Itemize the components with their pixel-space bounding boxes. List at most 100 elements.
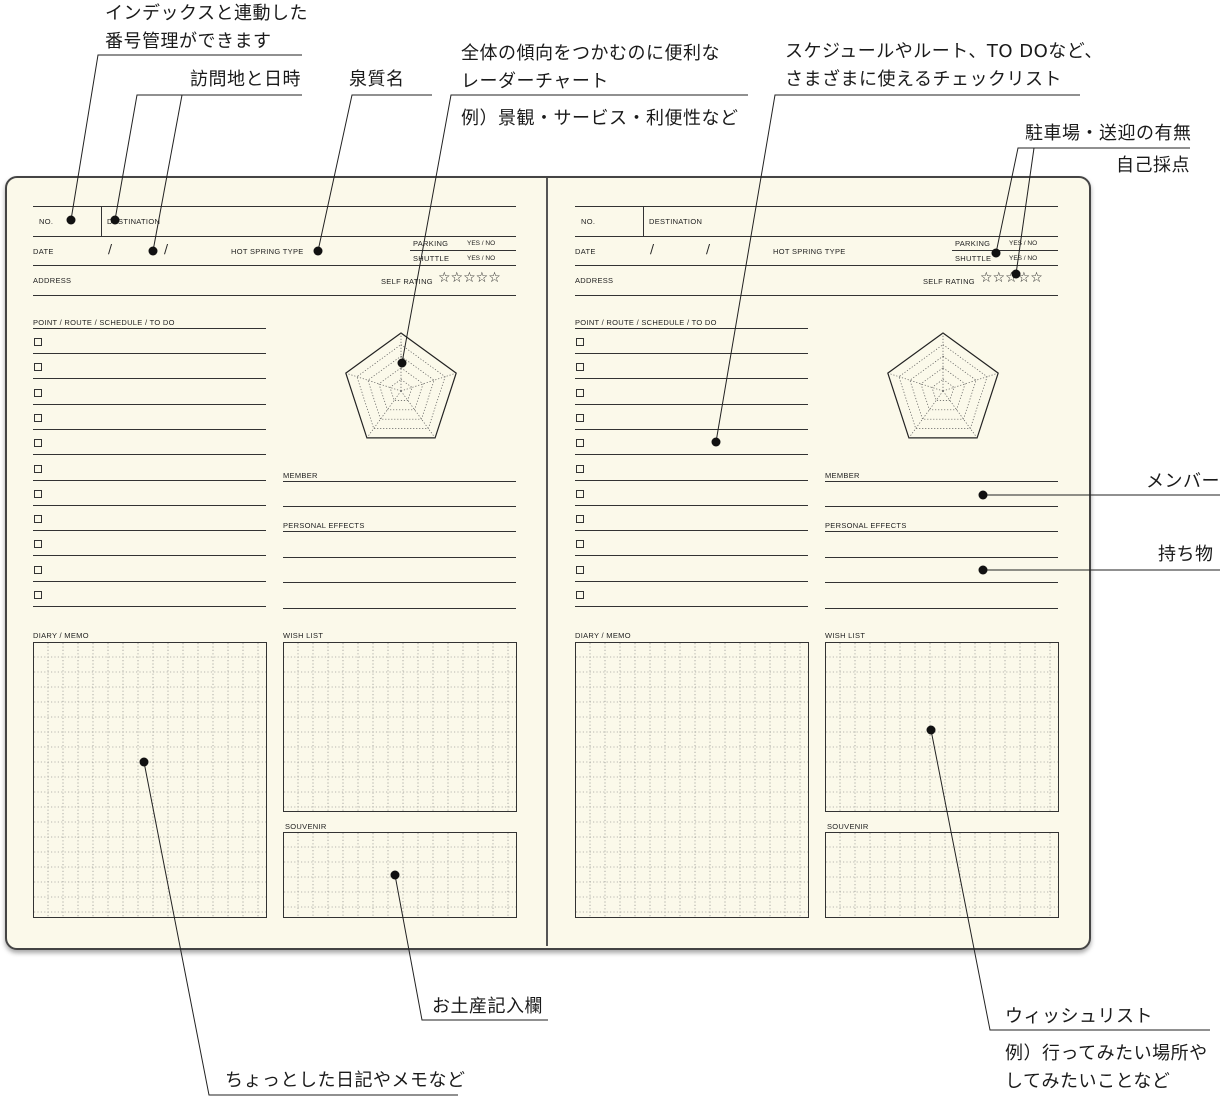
checkbox[interactable]: [34, 439, 42, 448]
diary-memo-grid[interactable]: [575, 642, 809, 918]
header-line: [575, 236, 1058, 237]
checkbox[interactable]: [34, 540, 42, 549]
wish-list-grid[interactable]: [283, 642, 517, 812]
parking-yes-no[interactable]: YES / NO: [467, 240, 496, 247]
checklist-line: [575, 606, 808, 607]
hot-spring-type-label: HOT SPRING TYPE: [773, 247, 846, 256]
checklist-line: [33, 479, 266, 481]
checkbox[interactable]: [34, 388, 42, 397]
callout-radar: 全体の傾向をつかむのに便利な レーダーチャート: [461, 43, 720, 92]
hot-spring-type-label: HOT SPRING TYPE: [231, 247, 304, 256]
checklist-line: [575, 403, 808, 405]
destination-label: DESTINATION: [649, 217, 703, 226]
member-line: [825, 506, 1058, 507]
header-line: [33, 206, 516, 207]
callout-member: メンバー: [1146, 471, 1220, 492]
souvenir-grid[interactable]: [825, 832, 1059, 918]
checkbox[interactable]: [576, 388, 584, 397]
effects-line: [825, 608, 1058, 609]
checklist-line: [33, 580, 266, 582]
checkbox[interactable]: [34, 363, 42, 372]
callout-index-link: インデックスと連動した 番号管理ができます: [105, 3, 308, 52]
no-label: NO.: [581, 217, 596, 226]
shuttle-yes-no[interactable]: YES / NO: [467, 255, 496, 262]
date-label: DATE: [33, 247, 54, 256]
checkbox[interactable]: [576, 464, 584, 473]
checkbox[interactable]: [576, 489, 584, 498]
date-label: DATE: [575, 247, 596, 256]
diary-memo-label: DIARY / MEMO: [33, 631, 89, 640]
callout-parking-shuttle: 駐車場・送迎の有無: [1025, 123, 1192, 144]
checklist-line: [33, 504, 266, 506]
checklist-line: [575, 530, 808, 532]
checklist-line: [575, 353, 808, 354]
checklist-line: [575, 580, 808, 582]
checklist-line: [33, 428, 266, 430]
radar-chart: [345, 332, 457, 439]
checkbox[interactable]: [576, 565, 584, 574]
checklist-line: [575, 378, 808, 380]
member-line: [283, 481, 516, 482]
wish-list-grid[interactable]: [825, 642, 1059, 812]
callout-checklist: スケジュールやルート、TO DOなど、 さまざまに使えるチェックリスト: [785, 41, 1103, 90]
checklist-line: [575, 428, 808, 430]
checkbox[interactable]: [34, 591, 42, 599]
checkbox[interactable]: [34, 338, 42, 346]
date-separator: /: [706, 242, 711, 256]
callout-belongings: 持ち物: [1158, 544, 1214, 565]
checklist-line: [33, 530, 266, 532]
checkbox[interactable]: [34, 565, 42, 574]
wish-list-label: WISH LIST: [825, 631, 866, 640]
effects-line: [825, 582, 1058, 583]
personal-effects-label: PERSONAL EFFECTS: [283, 521, 365, 530]
checkbox[interactable]: [576, 439, 584, 448]
effects-line: [283, 531, 516, 532]
checkbox[interactable]: [34, 515, 42, 524]
checklist-line: [33, 378, 266, 380]
destination-label: DESTINATION: [107, 217, 161, 226]
checkbox[interactable]: [576, 515, 584, 524]
shuttle-yes-no[interactable]: YES / NO: [1009, 255, 1038, 262]
no-label: NO.: [39, 217, 54, 226]
callout-wishlist: ウィッシュリスト: [1005, 1006, 1153, 1027]
callout-wishlist-example: 例）行ってみたい場所や してみたいことなど: [1005, 1043, 1208, 1092]
radar-chart: [887, 332, 999, 439]
diary-memo-grid[interactable]: [33, 642, 267, 918]
checkbox[interactable]: [34, 413, 42, 422]
checklist-line: [575, 555, 808, 557]
checklist-line: [33, 555, 266, 557]
checklist-line: [33, 403, 266, 405]
souvenir-grid[interactable]: [283, 832, 517, 918]
member-label: MEMBER: [825, 471, 860, 480]
self-rating-stars[interactable]: ☆☆☆☆☆: [438, 270, 501, 286]
parking-line: [952, 250, 1058, 251]
souvenir-label: SOUVENIR: [827, 822, 869, 831]
checkbox[interactable]: [576, 363, 584, 372]
checkbox[interactable]: [576, 413, 584, 422]
header-line: [575, 265, 1058, 266]
header-line: [575, 206, 1058, 207]
checkbox[interactable]: [576, 591, 584, 599]
checklist-line: [575, 504, 808, 506]
parking-yes-no[interactable]: YES / NO: [1009, 240, 1038, 247]
member-line: [283, 506, 516, 507]
checkbox[interactable]: [34, 464, 42, 473]
callout-souvenir: お土産記入欄: [432, 996, 543, 1017]
header-divider: [643, 206, 644, 236]
callout-radar-example: 例）景観・サービス・利便性など: [461, 108, 739, 129]
self-rating-stars[interactable]: ☆☆☆☆☆: [980, 270, 1043, 286]
callout-visit-place: 訪問地と日時: [190, 69, 301, 90]
date-separator: /: [164, 242, 169, 256]
parking-label: PARKING: [413, 239, 449, 248]
checklist-line: [33, 353, 266, 354]
checkbox[interactable]: [576, 540, 584, 549]
callout-diary: ちょっとした日記やメモなど: [225, 1070, 466, 1091]
souvenir-label: SOUVENIR: [285, 822, 327, 831]
checklist-line: [33, 454, 266, 456]
checkbox[interactable]: [34, 489, 42, 498]
personal-effects-label: PERSONAL EFFECTS: [825, 521, 907, 530]
checkbox[interactable]: [576, 338, 584, 346]
effects-line: [825, 557, 1058, 558]
callout-self-rating: 自己採点: [1116, 155, 1190, 176]
self-rating-label: SELF RATING: [923, 277, 975, 286]
